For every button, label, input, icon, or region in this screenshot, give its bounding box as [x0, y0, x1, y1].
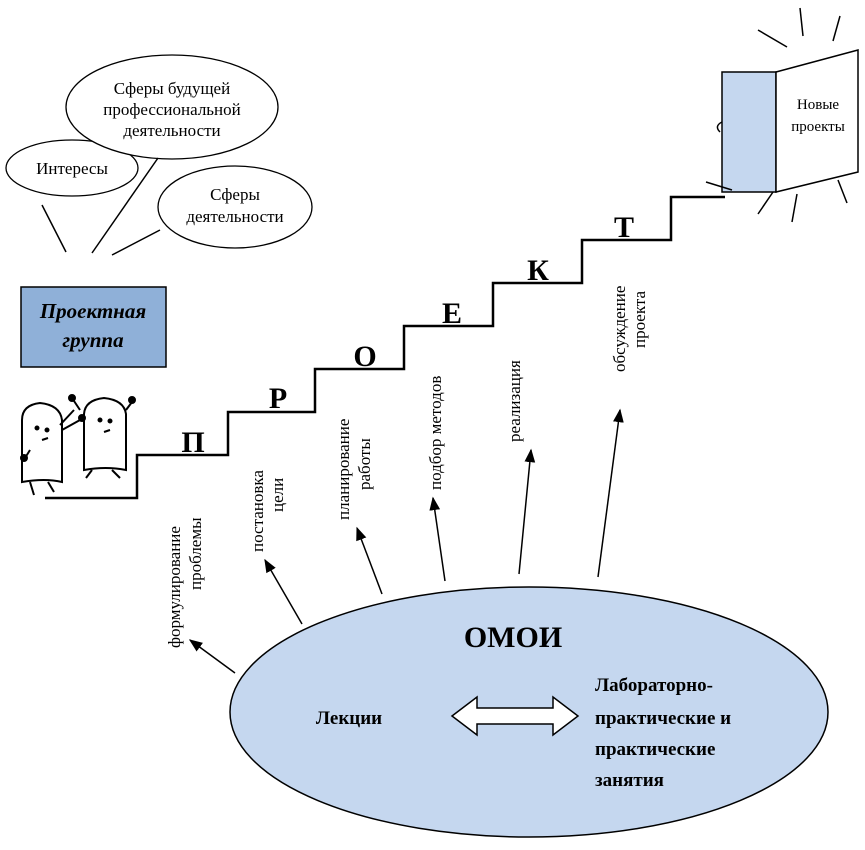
stage-label-methods: подбор методов — [426, 376, 445, 490]
arrow-formulation — [188, 639, 236, 674]
staircase — [45, 195, 725, 500]
stage-label-realization: реализация — [505, 360, 524, 442]
stage-label-planning-line2: работы — [355, 438, 374, 490]
double-arrow-icon — [450, 695, 580, 737]
practice-line2: практические и — [595, 708, 731, 729]
arrow-goal — [264, 558, 303, 625]
stair-letter-t: Т — [614, 211, 634, 244]
stage-label-goal-line2: цели — [268, 478, 287, 512]
stage-label-discussion: обсуждение проекта — [610, 286, 649, 372]
arrow-methods — [429, 496, 446, 582]
arrow-discussion — [597, 408, 624, 578]
project-group-line2: группа — [62, 328, 123, 352]
stair-letter-e: Е — [442, 297, 462, 330]
stage-label-formulation: формулирование проблемы — [165, 517, 205, 648]
bubble-future-spheres: Сферы будущей профессиональной деятельно… — [65, 54, 279, 160]
practice-line1: Лабораторно- — [595, 675, 713, 696]
stair-letter-r: Р — [269, 382, 287, 415]
bubble-spheres-line2: деятельности — [186, 207, 283, 226]
stair-letter-o: О — [353, 340, 376, 373]
stage-label-planning-line1: планирование — [334, 419, 353, 520]
bubble-interests: Интересы — [5, 139, 139, 197]
bubble-future-line1: Сферы будущей — [114, 79, 230, 98]
stage-label-discussion-line2: проекта — [630, 290, 649, 348]
door-label-line1: Новые — [797, 97, 839, 113]
door-new-projects: Новые проекты — [716, 49, 859, 193]
bubble-connectors — [41, 157, 161, 256]
figures-illustration — [20, 394, 136, 496]
stage-label-planning: планирование работы — [334, 419, 374, 520]
stair-letter-p: П — [181, 426, 204, 459]
door-label-line2: проекты — [791, 119, 845, 135]
stair-letter-k: К — [527, 254, 549, 287]
stage-label-goal-line1: постановка — [248, 470, 267, 552]
bubble-interests-text: Интересы — [36, 159, 108, 178]
practice-line4: занятия — [595, 770, 664, 791]
omoi-title: ОМОИ — [464, 621, 562, 654]
door-rays — [705, 7, 848, 223]
arrow-planning — [356, 526, 383, 595]
bubble-future-line3: деятельности — [123, 121, 220, 140]
stage-label-goal: постановка цели — [248, 470, 287, 552]
bubble-future-line2: профессиональной — [103, 100, 241, 119]
stage-label-discussion-line1: обсуждение — [610, 286, 629, 372]
bubble-spheres: Сферы деятельности — [157, 165, 313, 249]
project-group-box: Проектная группа — [20, 286, 167, 368]
stage-label-formulation-line2: проблемы — [186, 517, 205, 590]
lectures-label: Лекции — [316, 708, 382, 729]
arrow-realization — [518, 448, 536, 575]
bubble-spheres-line1: Сферы — [210, 185, 260, 204]
practice-line3: практические — [595, 739, 715, 760]
stage-label-formulation-line1: формулирование — [165, 526, 184, 648]
project-group-line1: Проектная — [39, 299, 147, 323]
omoi-ellipse: ОМОИ Лекции Лабораторно- практические и … — [229, 586, 829, 838]
stage-arrows — [188, 408, 624, 674]
